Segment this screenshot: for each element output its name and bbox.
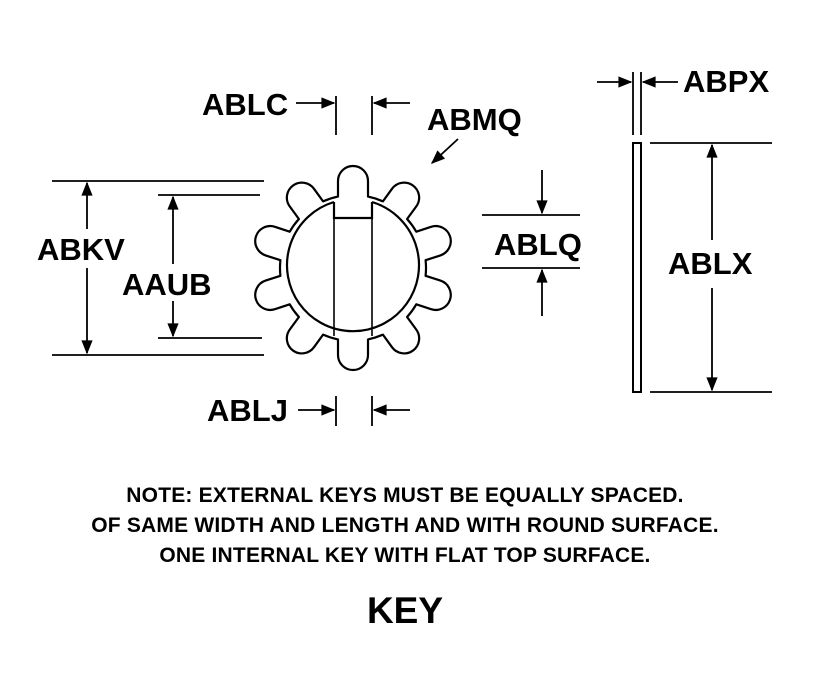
splined-part-outline xyxy=(254,164,452,372)
aaub-dimension xyxy=(158,194,262,339)
abmq-leader xyxy=(430,138,459,164)
ablj-label: ABLJ xyxy=(207,393,288,428)
abpx-label: ABPX xyxy=(683,64,769,99)
bore xyxy=(285,200,421,333)
note-line-3: ONE INTERNAL KEY WITH FLAT TOP SURFACE. xyxy=(159,544,651,567)
ablq-label: ABLQ xyxy=(494,227,582,262)
drawing-title: KEY xyxy=(366,590,444,631)
ablj-dimension xyxy=(298,396,410,426)
key-width-lines xyxy=(333,218,373,336)
ablc-dimension xyxy=(296,96,410,135)
abmq-label: ABMQ xyxy=(427,102,522,137)
ablc-label: ABLC xyxy=(202,87,288,122)
side-view-plate xyxy=(632,142,642,393)
ablq-dimension xyxy=(482,170,580,316)
abkv-label: ABKV xyxy=(37,232,125,267)
note-line-1: NOTE: EXTERNAL KEYS MUST BE EQUALLY SPAC… xyxy=(126,484,684,507)
ablx-dimension xyxy=(650,142,772,393)
abkv-dimension xyxy=(52,180,264,356)
note-line-2: OF SAME WIDTH AND LENGTH AND WITH ROUND … xyxy=(91,514,719,537)
abpx-dimension xyxy=(597,72,678,135)
aaub-label: AAUB xyxy=(122,267,212,302)
ablx-label: ABLX xyxy=(668,246,753,281)
